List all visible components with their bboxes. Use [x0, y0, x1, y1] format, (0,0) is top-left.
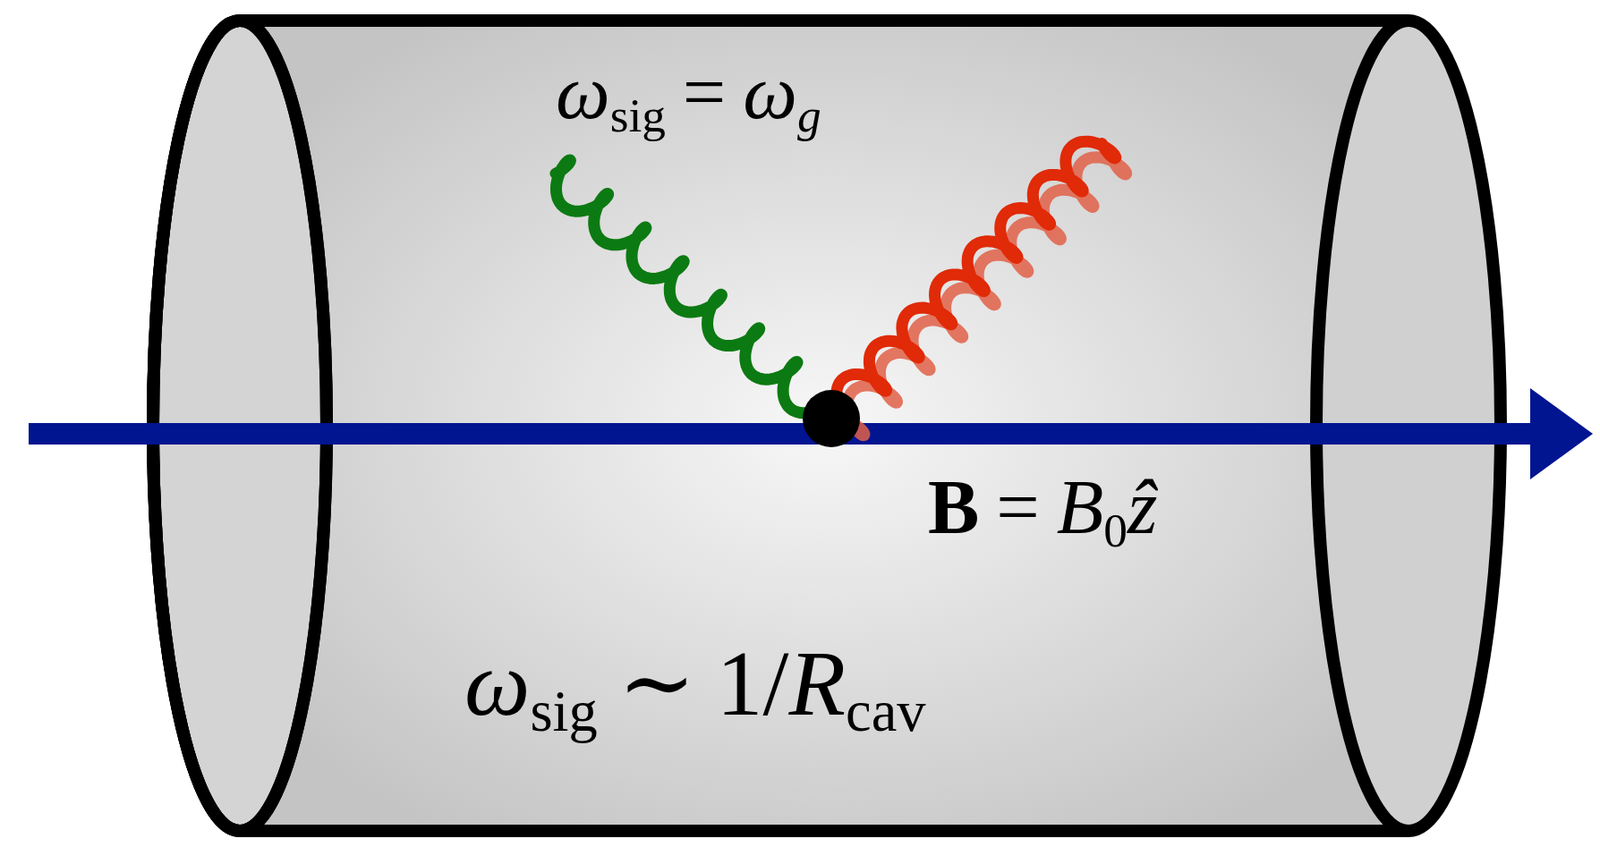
wavy-line [836, 141, 1116, 425]
math-symbol: ω [742, 49, 798, 136]
math-symbol: ω [555, 49, 611, 136]
equation: ωsig∼1/Rcav [464, 637, 926, 731]
math-symbol: R [788, 631, 846, 735]
interaction-vertex [802, 390, 860, 448]
magnetic-field-arrow [28, 388, 1593, 480]
math-symbol: = [995, 464, 1040, 551]
math-symbol: ẑ [1127, 464, 1158, 551]
wavy-line [555, 160, 835, 414]
equation: B=B0ẑ [927, 468, 1158, 546]
math-symbol: ω [464, 631, 530, 735]
math-symbol: sig [529, 680, 597, 744]
math-symbol: 0 [1103, 503, 1128, 558]
graviton-photon-waves [555, 141, 1127, 436]
math-symbol: g [797, 88, 822, 143]
math-symbol: B [927, 464, 979, 551]
math-symbol: B [1056, 464, 1105, 551]
math-symbol: cav [845, 680, 926, 744]
equation: ωsig=ωg [555, 53, 822, 131]
math-symbol: = [682, 49, 727, 136]
math-symbol: ∼ [618, 631, 697, 735]
math-symbol: 1/ [716, 631, 790, 735]
math-symbol: sig [610, 88, 666, 143]
